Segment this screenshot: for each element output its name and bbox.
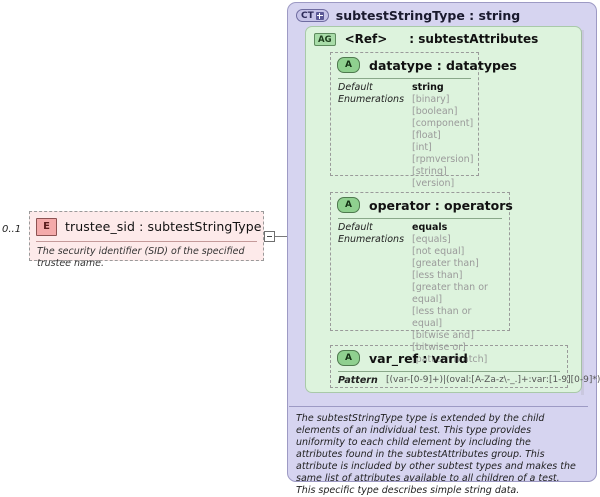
- label-default: Default: [338, 82, 373, 93]
- attribute-body-datatype: Default Enumerations string [binary] [bo…: [331, 79, 478, 190]
- collapse-toggle-icon[interactable]: [264, 231, 275, 242]
- attribute-group-ref: <Ref>: [344, 32, 388, 46]
- attribute-group-type: : subtestAttributes: [409, 32, 539, 46]
- pattern-value: [(var-[0-9]+)|(oval:[A-Za-z\-_.]+:var:[1…: [386, 375, 600, 385]
- enum-item: [rpmversion]: [412, 154, 474, 165]
- attribute-badge-icon: A: [337, 350, 360, 366]
- label-enumerations: Enumerations: [338, 94, 405, 105]
- enum-item: [component]: [412, 118, 474, 129]
- enum-item: [bitwise or]: [412, 342, 466, 353]
- enum-item: [float]: [412, 130, 441, 141]
- enum-item: [int]: [412, 142, 432, 153]
- attribute-badge-icon: A: [337, 197, 360, 213]
- enum-item: [pattern match]: [412, 354, 488, 365]
- expand-plus-icon[interactable]: [315, 11, 324, 20]
- element-divider: [36, 241, 257, 242]
- ct-badge-label: CT: [301, 10, 314, 21]
- element-box-trustee-sid[interactable]: E trustee_sid : subtestStringType The se…: [29, 211, 264, 269]
- element-documentation: The security identifier (SID) of the spe…: [37, 246, 245, 269]
- attribute-box-datatype[interactable]: A datatype : datatypes Default Enumerati…: [330, 52, 517, 189]
- complex-type-header: CT subtestStringType : string: [296, 8, 520, 23]
- attribute-body-operator: Default Enumerations equals [equals] [no…: [331, 219, 509, 366]
- attribute-header-datatype: A datatype : datatypes: [331, 53, 517, 77]
- attribute-divider: [338, 218, 502, 219]
- attribute-divider: [338, 371, 560, 372]
- enum-item: [less than]: [412, 270, 463, 281]
- attribute-box-var-ref[interactable]: A var_ref : varid Pattern [(var-[0-9]+)|…: [330, 345, 600, 388]
- attribute-values-datatype: string [binary] [boolean] [component] [f…: [412, 82, 473, 190]
- attribute-divider: [338, 78, 471, 79]
- element-badge-icon: E: [36, 217, 57, 236]
- complex-type-badge-icon[interactable]: CT: [296, 9, 329, 22]
- attribute-header-operator: A operator : operators: [331, 193, 513, 217]
- attribute-group-badge-icon: AG: [314, 32, 336, 46]
- attribute-labels-operator: Default Enumerations: [338, 222, 412, 366]
- default-value-operator: equals: [412, 222, 448, 233]
- attribute-group-header: AG <Ref> : subtestAttributes: [314, 32, 538, 46]
- enum-item: [version]: [412, 178, 455, 189]
- element-header: E trustee_sid : subtestStringType: [30, 212, 263, 241]
- attribute-title-operator: operator : operators: [369, 197, 513, 213]
- enum-item: [equals]: [412, 234, 451, 245]
- label-default: Default: [338, 222, 373, 233]
- complex-type-title: subtestStringType : string: [335, 8, 521, 23]
- cardinality-label: 0..1: [2, 224, 22, 235]
- attribute-header-var-ref: A var_ref : varid: [331, 346, 567, 370]
- default-value-datatype: string: [412, 82, 444, 93]
- enum-item: [greater than]: [412, 258, 479, 269]
- enum-item: [string]: [412, 166, 447, 177]
- enum-item: [not equal]: [412, 246, 465, 257]
- label-enumerations: Enumerations: [338, 234, 405, 245]
- enum-item: [less than or equal]: [412, 306, 472, 329]
- enum-item: [boolean]: [412, 106, 458, 117]
- label-pattern: Pattern: [338, 375, 378, 386]
- attribute-title-var-ref: var_ref : varid: [369, 350, 468, 366]
- attribute-title-datatype: datatype : datatypes: [369, 57, 517, 73]
- enum-item: [greater than or equal]: [412, 282, 488, 305]
- documentation-divider: [289, 406, 588, 407]
- attribute-badge-icon: A: [337, 57, 360, 73]
- complex-type-documentation: The subtestStringType type is extended b…: [296, 413, 576, 496]
- enum-item: [bitwise and]: [412, 330, 474, 341]
- attribute-box-operator[interactable]: A operator : operators Default Enumerati…: [330, 192, 513, 365]
- attribute-labels-datatype: Default Enumerations: [338, 82, 412, 190]
- element-title: trustee_sid : subtestStringType: [65, 219, 262, 234]
- attribute-body-var-ref: Pattern [(var-[0-9]+)|(oval:[A-Za-z\-_.]…: [331, 372, 600, 386]
- enum-item: [binary]: [412, 94, 450, 105]
- attribute-values-operator: equals [equals] [not equal] [greater tha…: [412, 222, 502, 366]
